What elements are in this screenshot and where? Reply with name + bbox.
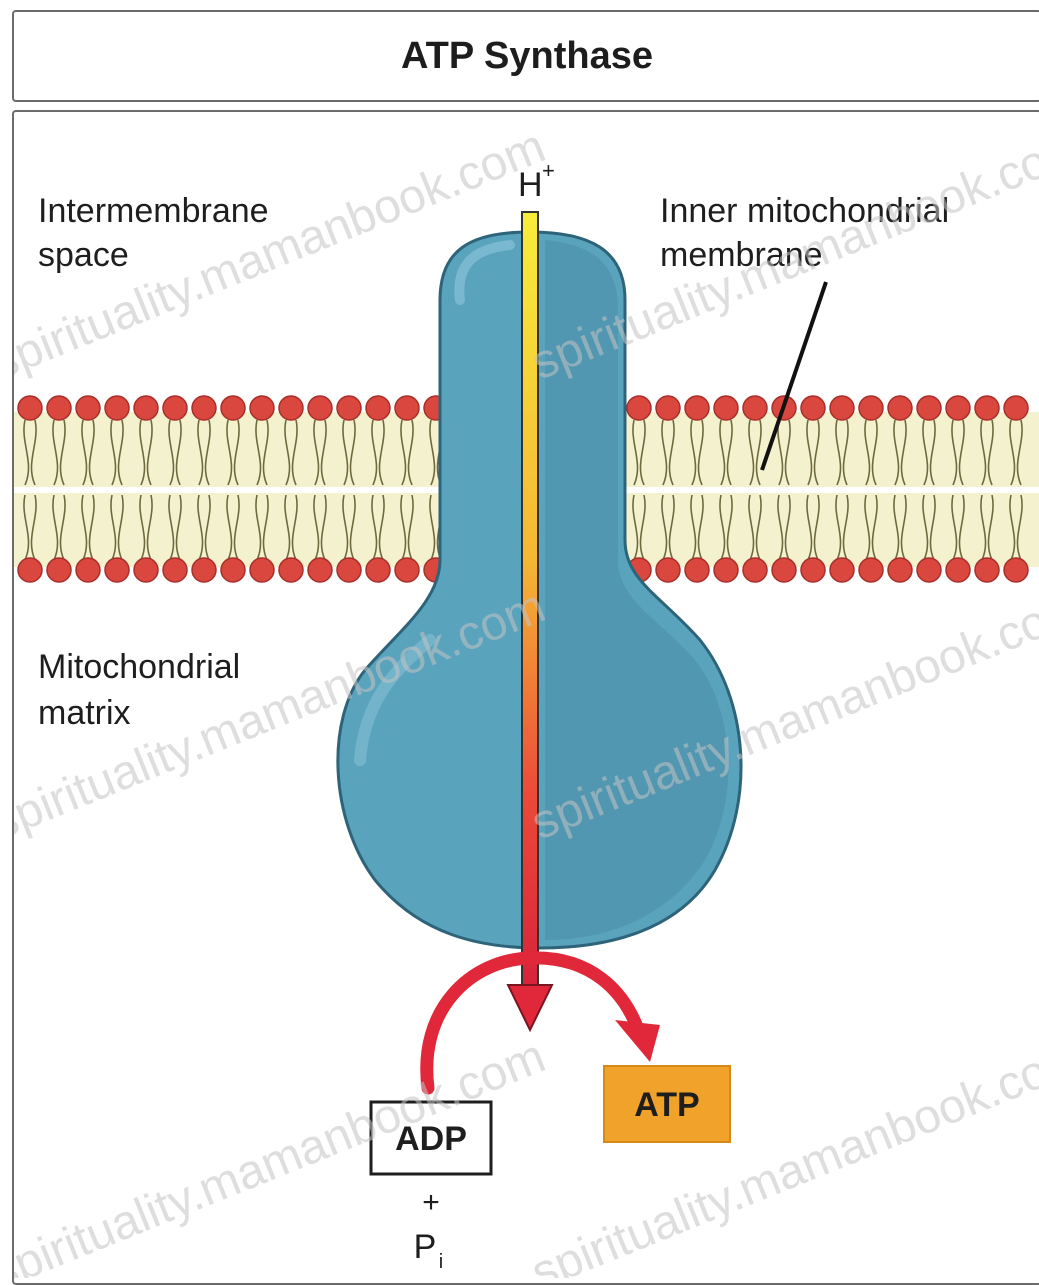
lipid-head xyxy=(192,558,216,582)
lipid-head xyxy=(366,396,390,420)
lipid-head xyxy=(105,396,129,420)
lipid-head xyxy=(18,558,42,582)
lipid-head xyxy=(105,558,129,582)
lipid-head xyxy=(221,396,245,420)
lipid-head xyxy=(714,558,738,582)
lipid-head xyxy=(279,396,303,420)
lipid-head xyxy=(656,396,680,420)
lipid-head xyxy=(917,396,941,420)
lipid-head xyxy=(192,396,216,420)
proton-arrowhead xyxy=(508,985,552,1030)
lipid-head xyxy=(917,558,941,582)
lipid-head xyxy=(830,558,854,582)
watermark-text: spirituality.mamanbook.com xyxy=(524,1030,1039,1280)
lipid-head xyxy=(714,396,738,420)
lipid-head xyxy=(772,558,796,582)
lipid-head xyxy=(830,396,854,420)
lipid-head xyxy=(250,558,274,582)
lipid-head xyxy=(221,558,245,582)
lipid-head xyxy=(888,396,912,420)
lipid-head xyxy=(859,396,883,420)
lipid-head xyxy=(250,396,274,420)
lipid-head xyxy=(888,558,912,582)
lipid-head xyxy=(743,396,767,420)
lipid-head xyxy=(47,558,71,582)
atp-label: ATP xyxy=(634,1086,699,1124)
lipid-head xyxy=(801,396,825,420)
lipid-head xyxy=(308,396,332,420)
reaction-arrowhead xyxy=(615,1020,660,1062)
intermembrane-label-line2: space xyxy=(38,236,129,274)
intermembrane-label-line1: Intermembrane xyxy=(38,192,269,230)
lipid-head xyxy=(47,396,71,420)
lipid-head xyxy=(308,558,332,582)
lipid-head xyxy=(395,396,419,420)
lipid-head xyxy=(395,558,419,582)
plus-sign: + xyxy=(422,1186,440,1219)
lipid-head xyxy=(134,396,158,420)
lipid-head xyxy=(656,558,680,582)
matrix-label-line2: matrix xyxy=(38,694,131,732)
lipid-head xyxy=(1004,396,1028,420)
lipid-head xyxy=(279,558,303,582)
lipid-head xyxy=(975,396,999,420)
lipid-head xyxy=(337,396,361,420)
lipid-head xyxy=(1004,558,1028,582)
lipid-head xyxy=(134,558,158,582)
lipid-head xyxy=(801,558,825,582)
lipid-head xyxy=(337,558,361,582)
lipid-head xyxy=(946,558,970,582)
lipid-head xyxy=(859,558,883,582)
lipid-head xyxy=(163,558,187,582)
lipid-head xyxy=(18,396,42,420)
lipid-head xyxy=(685,396,709,420)
lipid-head xyxy=(975,558,999,582)
phosphate-label: P xyxy=(414,1228,437,1266)
lipid-head xyxy=(946,396,970,420)
lipid-head xyxy=(685,558,709,582)
matrix-label-line1: Mitochondrial xyxy=(38,648,240,686)
lipid-head xyxy=(743,558,767,582)
lipid-head xyxy=(366,558,390,582)
lipid-head xyxy=(163,396,187,420)
lipid-head xyxy=(627,396,651,420)
phosphate-subscript: i xyxy=(439,1251,443,1273)
lipid-head xyxy=(76,558,100,582)
lipid-head xyxy=(76,396,100,420)
